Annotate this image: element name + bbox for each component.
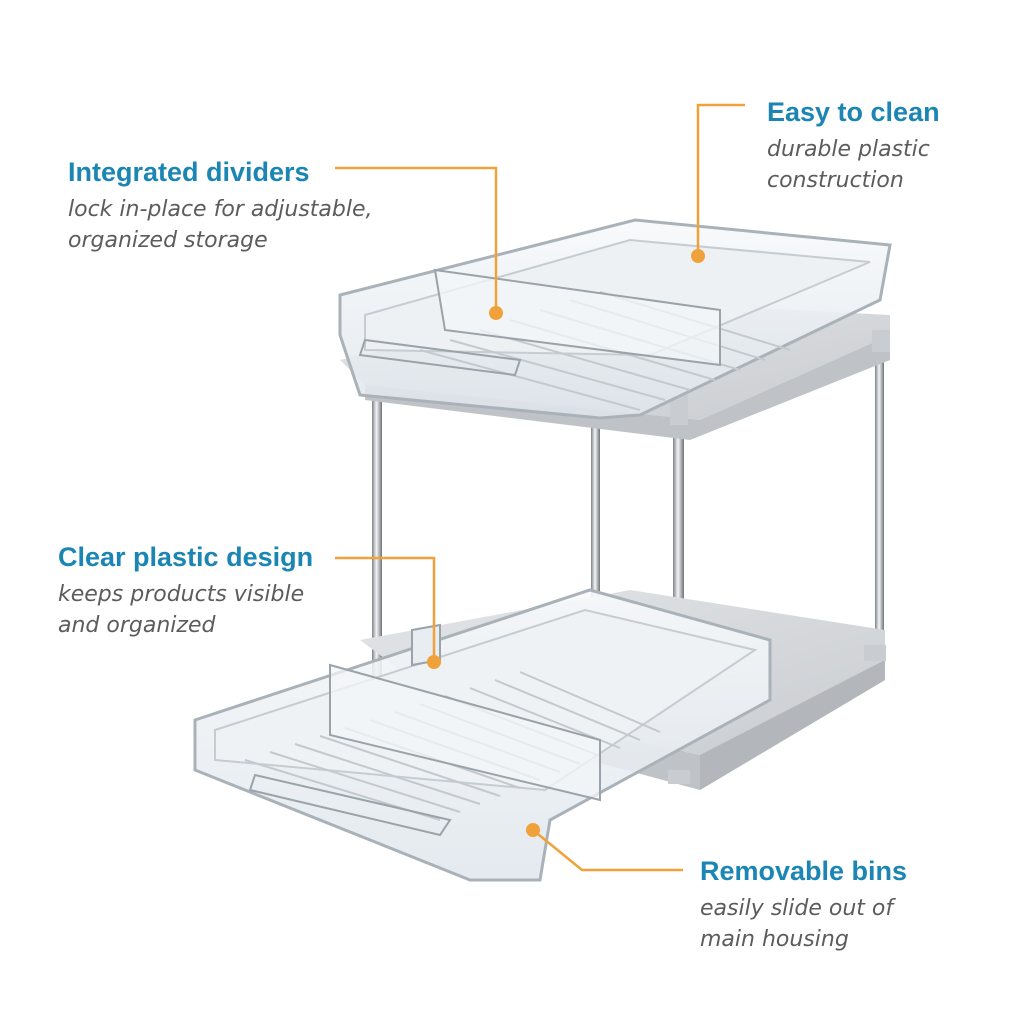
leader-clear-plastic [335,556,436,660]
callout-description: durable plastic construction [767,134,940,196]
callout-title: Removable bins [700,856,908,886]
callout-integrated-dividers: Integrated dividers lock in-place for ad… [68,156,373,256]
callout-dots [427,249,705,837]
callout-clear-plastic-design: Clear plastic design keeps products visi… [58,541,313,641]
leader-removable-bins [532,829,683,872]
callout-title: Easy to clean [767,97,940,127]
callout-title: Clear plastic design [58,542,314,572]
callout-line: main housing [700,927,849,952]
dot-easy-to-clean [691,249,705,263]
callout-line: lock in-place for adjustable, [68,197,373,222]
callout-title: Integrated dividers [68,157,310,187]
callout-description: lock in-place for adjustable, organized … [68,194,373,256]
callout-line: construction [767,168,904,193]
dot-clear-plastic [427,655,441,669]
callout-line: keeps products visible [58,582,305,607]
callout-line: durable plastic [767,137,930,162]
callout-line: organized storage [68,228,268,253]
callout-line: and organized [58,613,216,638]
callout-line: easily slide out of [700,896,894,921]
callout-description: keeps products visible and organized [58,579,313,641]
dot-removable-bins [526,823,540,837]
callout-removable-bins: Removable bins easily slide out of main … [700,855,907,955]
leader-easy-to-clean [696,103,745,253]
dot-integrated-dividers [489,306,503,320]
upper-clear-bin [338,218,892,420]
callout-description: easily slide out of main housing [700,893,907,955]
callout-easy-to-clean: Easy to clean durable plastic constructi… [767,96,940,196]
callout-leaders [335,103,745,872]
lower-clear-bin [193,588,772,882]
leader-integrated-dividers [335,166,498,310]
